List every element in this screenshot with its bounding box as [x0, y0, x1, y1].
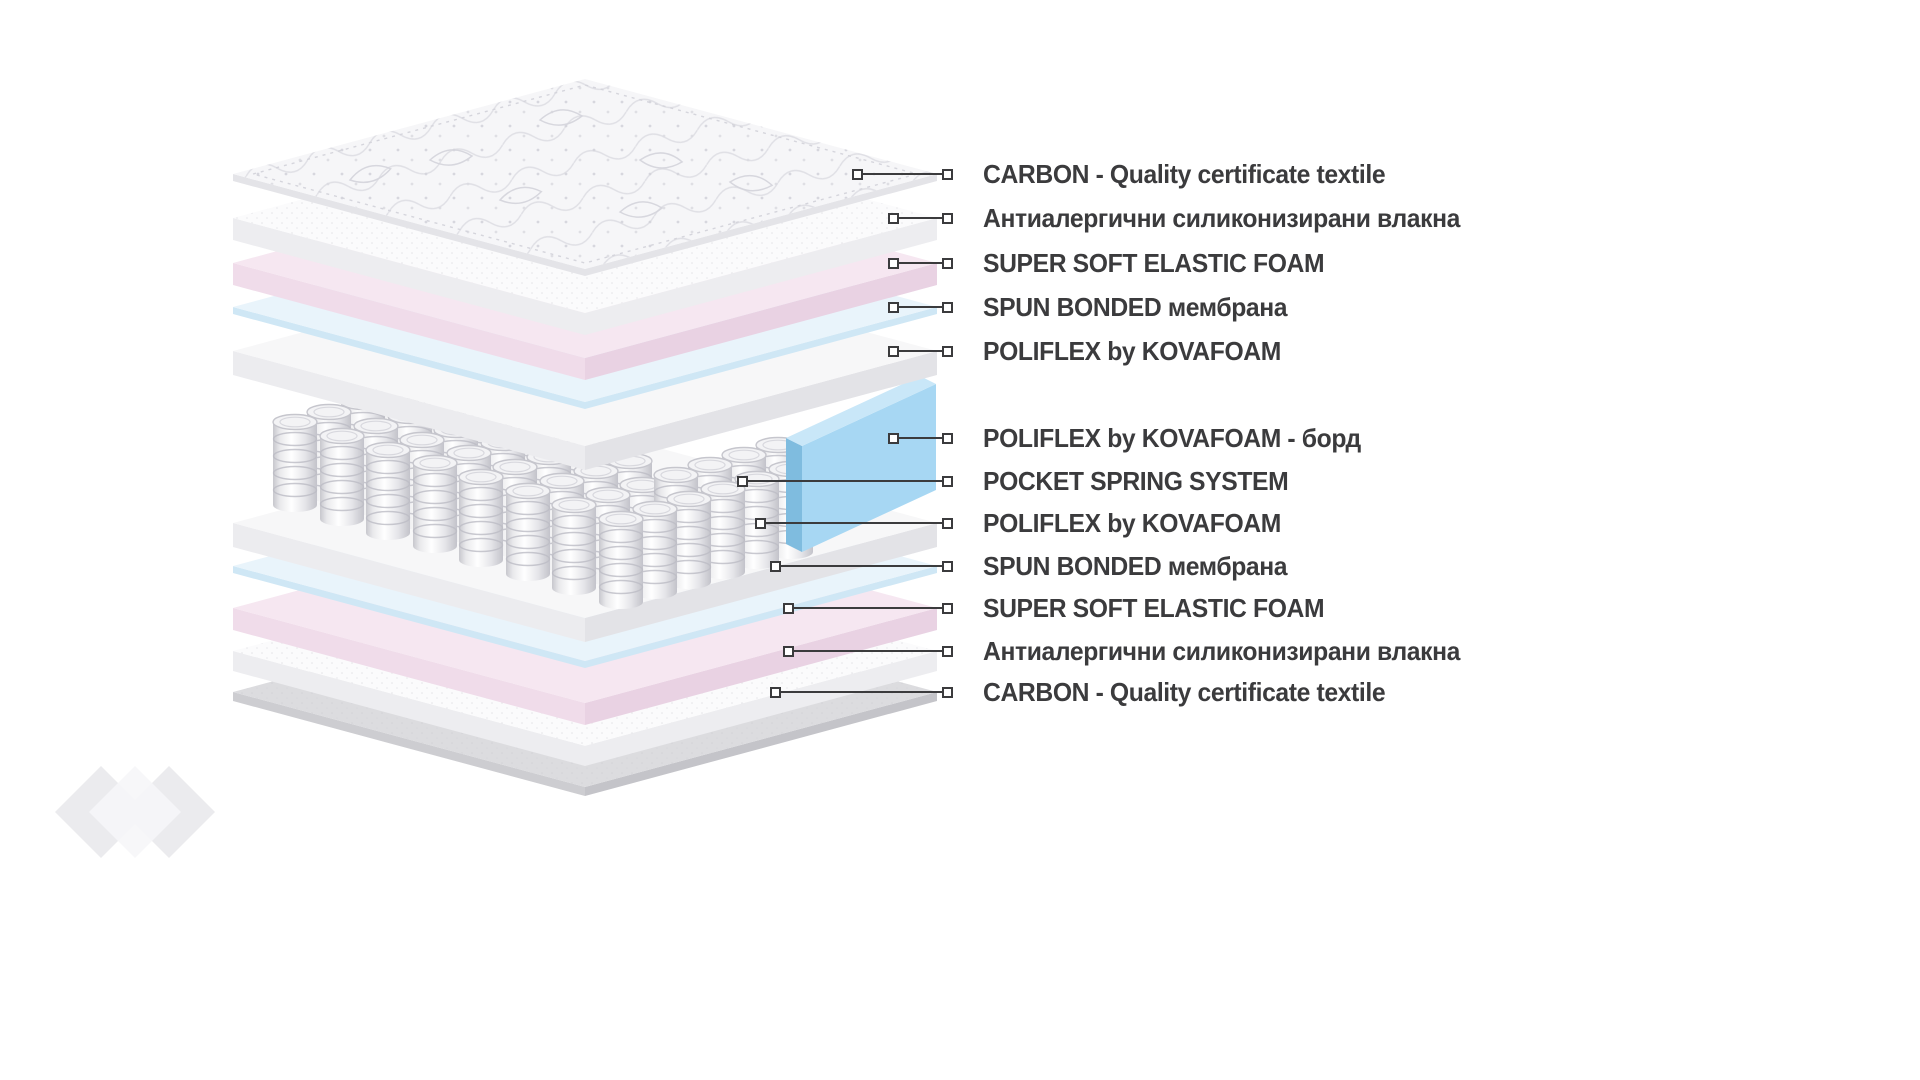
layer-label: Антиалергични силиконизирани влакна	[983, 202, 1461, 233]
connector-square-diagram	[770, 560, 781, 572]
callout-membrane-bottom: SPUN BONDED мембрана	[770, 551, 1303, 581]
callout-soft-foam-top: SUPER SOFT ELASTIC FOAM	[888, 248, 1342, 278]
leader-line	[899, 216, 942, 220]
connector-square-diagram	[783, 645, 794, 657]
callout-fiber-top: Антиалергични силиконизирани влакна	[888, 203, 1485, 233]
layer-label: POLIFLEX by KOVAFOAM - борд	[983, 422, 1361, 453]
layer-label: POLIFLEX by KOVAFOAM	[983, 507, 1281, 538]
pocket-spring	[319, 427, 365, 527]
layer-label: Антиалергични силиконизирани влакна	[983, 635, 1461, 666]
connector-square-label	[942, 345, 953, 357]
pocket-spring	[458, 468, 504, 568]
connector-square-label	[942, 602, 953, 614]
connector-square-diagram	[737, 475, 748, 487]
leader-line	[899, 261, 942, 265]
connector-square-diagram	[755, 517, 766, 529]
callout-fiber-bottom: Антиалергични силиконизирани влакна	[783, 636, 1485, 666]
leader-line	[794, 606, 942, 610]
connector-square-diagram	[783, 602, 794, 614]
connector-square-diagram	[888, 432, 899, 444]
brand-watermark	[55, 766, 215, 858]
leader-line	[899, 349, 942, 353]
layer-label: CARBON - Quality certificate textile	[983, 158, 1386, 189]
pocket-spring	[412, 454, 458, 554]
connector-square-label	[942, 560, 953, 572]
connector-square-label	[942, 645, 953, 657]
connector-square-label	[942, 517, 953, 529]
layer-label: SUPER SOFT ELASTIC FOAM	[983, 247, 1325, 278]
leader-line	[781, 690, 942, 694]
layer-label: SPUN BONDED мембрана	[983, 291, 1288, 322]
callout-edge-board: POLIFLEX by KOVAFOAM - борд	[888, 423, 1381, 453]
leader-line	[766, 521, 942, 525]
pocket-spring	[598, 510, 644, 610]
layer-label: SUPER SOFT ELASTIC FOAM	[983, 592, 1325, 623]
connector-square-label	[942, 432, 953, 444]
leader-line	[899, 436, 942, 440]
callout-poliflex-lower: POLIFLEX by KOVAFOAM	[755, 508, 1297, 538]
callout-soft-foam-bottom: SUPER SOFT ELASTIC FOAM	[783, 593, 1342, 623]
pocket-spring	[551, 496, 597, 596]
pocket-spring	[365, 441, 411, 541]
layer-label: POCKET SPRING SYSTEM	[983, 465, 1289, 496]
pocket-spring	[272, 413, 318, 513]
quilt-stitch-pattern	[348, 109, 774, 218]
callout-membrane-top: SPUN BONDED мембрана	[888, 292, 1303, 322]
callout-pocket-springs: POCKET SPRING SYSTEM	[737, 466, 1304, 496]
layer-label: POLIFLEX by KOVAFOAM	[983, 335, 1281, 366]
connector-square-diagram	[770, 686, 781, 698]
pocket-spring	[505, 482, 551, 582]
connector-square-diagram	[888, 345, 899, 357]
layer-label: SPUN BONDED мембрана	[983, 550, 1288, 581]
connector-square-diagram	[888, 212, 899, 224]
callout-carbon-top: CARBON - Quality certificate textile	[852, 159, 1406, 189]
connector-square-diagram	[852, 168, 863, 180]
callout-poliflex-upper: POLIFLEX by KOVAFOAM	[888, 336, 1297, 366]
leader-line	[863, 172, 942, 176]
connector-square-diagram	[888, 257, 899, 269]
connector-square-label	[942, 212, 953, 224]
connector-square-label	[942, 257, 953, 269]
layer-label: CARBON - Quality certificate textile	[983, 676, 1386, 707]
leader-line	[794, 649, 942, 653]
connector-square-label	[942, 168, 953, 180]
connector-square-diagram	[888, 301, 899, 313]
layer-carbon-textile-top	[233, 79, 937, 276]
leader-line	[899, 305, 942, 309]
leader-line	[748, 479, 942, 483]
leader-line	[781, 564, 942, 568]
callout-carbon-bottom: CARBON - Quality certificate textile	[770, 677, 1406, 707]
connector-square-label	[942, 686, 953, 698]
connector-square-label	[942, 301, 953, 313]
connector-square-label	[942, 475, 953, 487]
